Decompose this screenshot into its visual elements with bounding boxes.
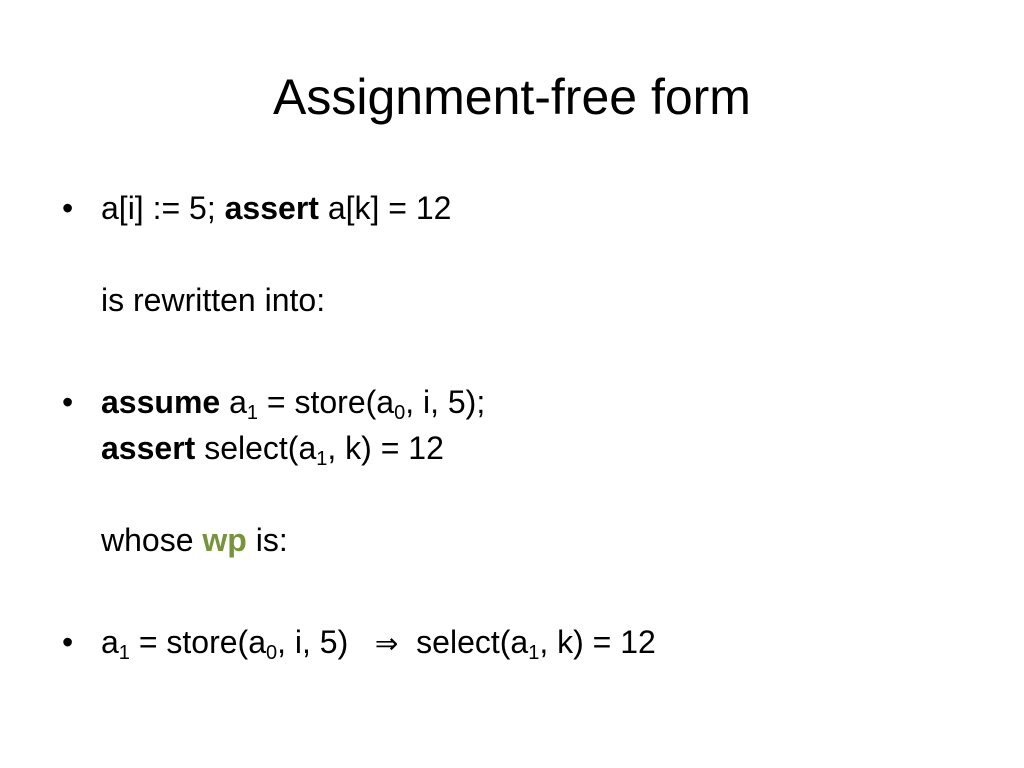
subscript-1: 1 — [528, 642, 540, 664]
line-assert-select: assert select(a1, k) = 12 — [101, 428, 444, 470]
line6-post: , k) = 12 — [539, 624, 656, 660]
subscript-1: 1 — [246, 402, 258, 424]
line4-post: , k) = 12 — [327, 430, 444, 466]
keyword-wp: wp — [202, 522, 247, 558]
implies-arrow-icon: ⇒ — [374, 627, 399, 660]
line-assume: assume a1 = store(a0, i, 5); — [101, 382, 486, 424]
line3-mid: = store(a — [258, 384, 395, 420]
bullet-marker-2: • — [62, 384, 74, 420]
bullet-marker-1: • — [62, 190, 74, 226]
bullet-marker-3: • — [62, 624, 74, 660]
line3-post: , i, 5); — [405, 384, 486, 420]
line6-mid: = store(a — [129, 624, 266, 660]
line3-a: a — [220, 384, 247, 420]
slide-title: Assignment-free form — [273, 69, 751, 125]
subscript-1: 1 — [118, 642, 130, 664]
keyword-assert: assert — [224, 190, 319, 226]
line4-a: select(a — [195, 430, 317, 466]
keyword-assert-2: assert — [101, 430, 196, 466]
line6-select: select(a — [398, 624, 529, 660]
line5-post: is: — [246, 522, 288, 558]
line-implication: a1 = store(a0, i, 5) ⇒ select(a1, k) = 1… — [101, 622, 656, 664]
line-rewritten-into: is rewritten into: — [101, 282, 326, 318]
line1-post: a[k] = 12 — [318, 190, 452, 226]
keyword-assume: assume — [101, 384, 221, 420]
line5-pre: whose — [101, 522, 203, 558]
subscript-0: 0 — [265, 642, 278, 664]
subscript-0: 0 — [394, 402, 406, 424]
line1-pre: a[i] := 5; — [101, 190, 225, 226]
line-whose-wp: whose wp is: — [101, 520, 288, 560]
line6-mid2: , i, 5) — [277, 624, 375, 660]
subscript-1: 1 — [316, 448, 328, 470]
line6-a: a — [101, 624, 119, 660]
line-assignment: a[i] := 5; assert a[k] = 12 — [101, 188, 451, 228]
